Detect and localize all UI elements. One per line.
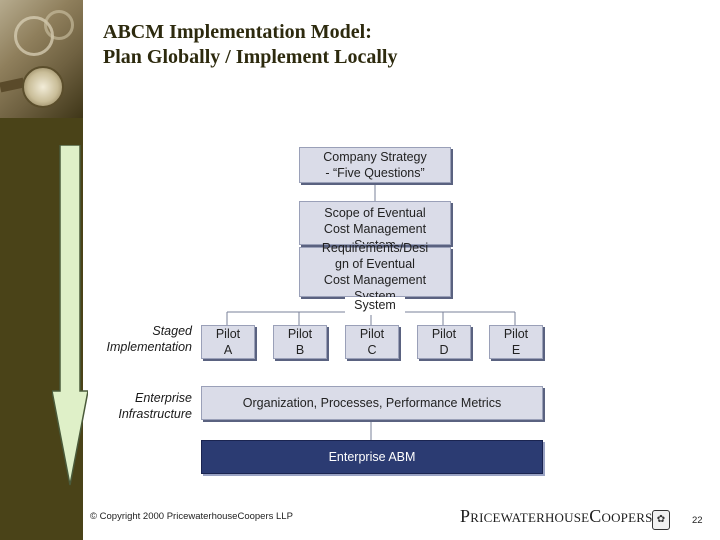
pricewaterhousecoopers-logo: PricewaterhouseCoopers: [460, 506, 653, 526]
pilot-e-label: Pilot E: [503, 327, 529, 357]
pilot-c-box: Pilot C: [345, 325, 399, 359]
company-strategy-box: Company Strategy - “Five Questions”: [299, 147, 451, 183]
enterprise-infrastructure-label: Enterprise Infrastructure: [118, 391, 192, 421]
pilot-e-box: Pilot E: [489, 325, 543, 359]
company-strategy-label: Company Strategy - “Five Questions”: [323, 150, 427, 180]
scope-box: Scope of Eventual Cost Management System: [299, 201, 451, 245]
pilot-d-label: Pilot D: [431, 327, 457, 357]
enterprise-abm-label: Enterprise ABM: [328, 450, 416, 464]
slide-title-line2: Plan Globally / Implement Locally: [103, 46, 398, 68]
infrastructure-bar: Organization, Processes, Performance Met…: [201, 386, 543, 420]
page-number: 22: [692, 515, 703, 526]
pilot-c-label: Pilot C: [359, 327, 385, 357]
copyright-text: © Copyright 2000 PricewaterhouseCoopers …: [90, 511, 293, 522]
requirements-overflow-line: System: [345, 297, 405, 315]
pilot-a-box: Pilot A: [201, 325, 255, 359]
eyeglasses-lens-right: [44, 10, 74, 40]
pwc-seal-icon: ✿: [652, 510, 670, 530]
pilot-b-box: Pilot B: [273, 325, 327, 359]
scope-label: Scope of Eventual Cost Management System: [323, 206, 427, 245]
requirements-label: Requirements/Desi gn of Eventual Cost Ma…: [321, 241, 429, 303]
slide-title-line1: ABCM Implementation Model:: [103, 21, 372, 43]
requirements-box: Requirements/Desi gn of Eventual Cost Ma…: [299, 241, 451, 303]
pilot-a-label: Pilot A: [215, 327, 241, 357]
compass-photo: [0, 0, 83, 118]
staged-implementation-label: Staged Implementation: [106, 324, 192, 354]
down-arrow-icon: [52, 145, 88, 486]
infrastructure-label: Organization, Processes, Performance Met…: [242, 396, 502, 410]
pocket-watch: [22, 66, 64, 108]
slide-title: ABCM Implementation Model: Plan Globally…: [103, 20, 397, 70]
pilot-b-label: Pilot B: [287, 327, 313, 357]
enterprise-abm-bar: Enterprise ABM: [201, 440, 543, 474]
pilot-d-box: Pilot D: [417, 325, 471, 359]
